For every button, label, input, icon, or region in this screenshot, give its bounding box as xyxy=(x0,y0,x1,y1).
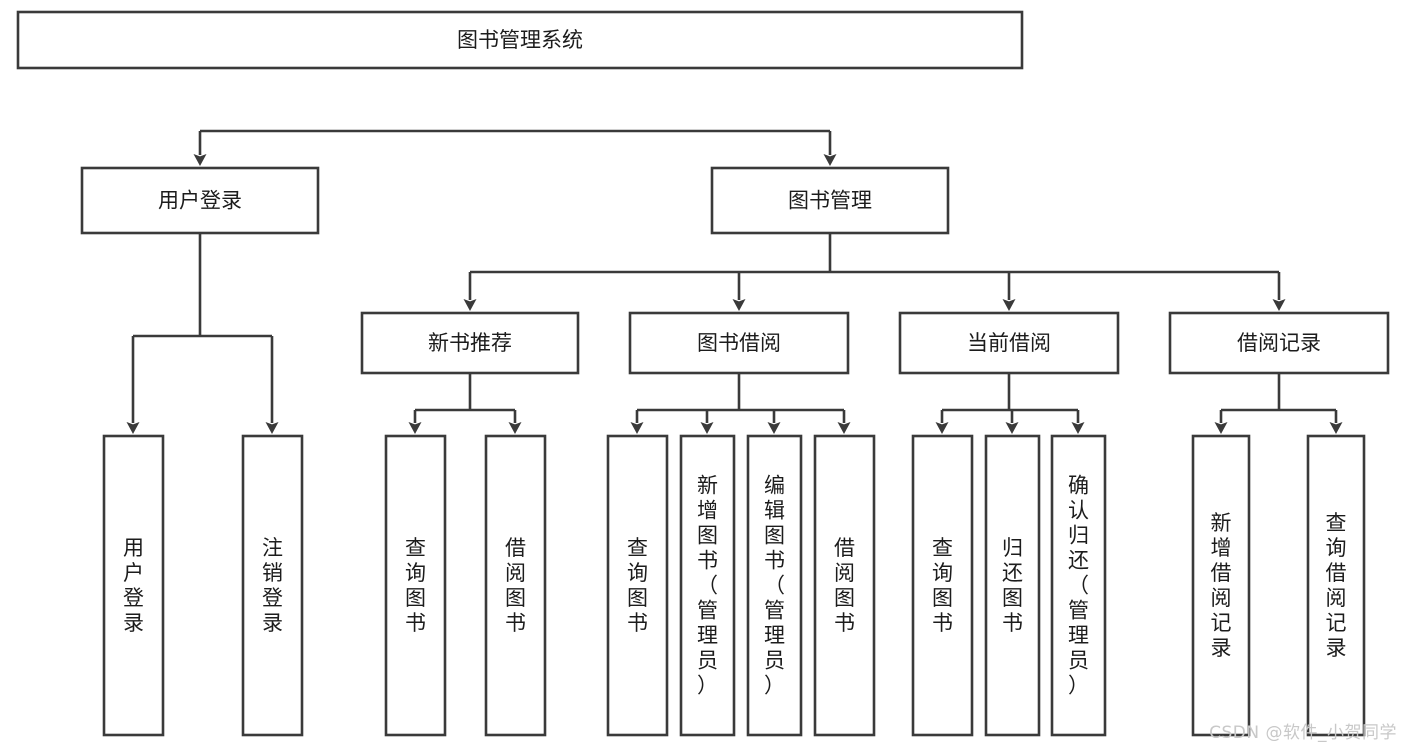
node-root-label: 图书管理系统 xyxy=(457,28,583,52)
node-leaf-user-login-box[interactable] xyxy=(102,434,165,737)
node-leaf-query-book-2-label: 查询图书 xyxy=(627,536,648,635)
node-leaf-query-book-3-label: 查询图书 xyxy=(932,536,953,635)
node-leaf-edit-book[interactable]: 编辑图书（管理员） xyxy=(746,434,803,737)
node-user-login-label: 用户登录 xyxy=(158,189,242,213)
node-leaf-add-borrow-record-label: 新增借阅记录 xyxy=(1211,511,1232,660)
node-leaf-query-borrow-record[interactable]: 查询借阅记录 xyxy=(1306,434,1366,737)
node-leaf-logout-login-label: 注销登录 xyxy=(262,536,283,635)
node-leaf-borrow-book-2-box[interactable] xyxy=(813,434,876,737)
node-leaf-query-borrow-record-label: 查询借阅记录 xyxy=(1326,511,1347,660)
node-current-borrow[interactable]: 当前借阅 xyxy=(898,311,1120,375)
node-root[interactable]: 图书管理系统 xyxy=(16,10,1024,70)
node-leaf-return-book-label: 归还图书 xyxy=(1002,536,1023,635)
node-leaf-borrow-book-1-box[interactable] xyxy=(484,434,547,737)
node-leaf-confirm-return-box[interactable] xyxy=(1050,434,1107,737)
node-leaf-query-book-1-box[interactable] xyxy=(384,434,447,737)
node-leaf-borrow-book-1-label: 借阅图书 xyxy=(505,536,526,635)
node-new-book-recommend[interactable]: 新书推荐 xyxy=(360,311,580,375)
node-borrow-record-box[interactable] xyxy=(1168,311,1390,375)
node-leaf-add-book[interactable]: 新增图书（管理员） xyxy=(679,434,736,737)
node-borrow-record-label: 借阅记录 xyxy=(1237,331,1321,355)
node-leaf-confirm-return[interactable]: 确认归还（管理员） xyxy=(1050,434,1107,737)
node-book-management-label: 图书管理 xyxy=(788,189,872,213)
node-leaf-return-book[interactable]: 归还图书 xyxy=(984,434,1041,737)
node-leaf-user-login[interactable]: 用户登录 xyxy=(102,434,165,737)
node-book-management[interactable]: 图书管理 xyxy=(710,166,950,235)
node-leaf-query-book-1-label: 查询图书 xyxy=(405,536,426,635)
node-book-management-box[interactable] xyxy=(710,166,950,235)
node-leaf-query-book-1[interactable]: 查询图书 xyxy=(384,434,447,737)
node-leaf-borrow-book-2[interactable]: 借阅图书 xyxy=(813,434,876,737)
node-leaf-query-borrow-record-box[interactable] xyxy=(1306,434,1366,737)
node-leaf-user-login-label: 用户登录 xyxy=(123,536,144,635)
node-book-borrow-label: 图书借阅 xyxy=(697,331,781,355)
node-leaf-return-book-box[interactable] xyxy=(984,434,1041,737)
node-user-login[interactable]: 用户登录 xyxy=(80,166,320,235)
node-leaf-borrow-book-2-label: 借阅图书 xyxy=(834,536,855,635)
node-book-borrow[interactable]: 图书借阅 xyxy=(628,311,850,375)
node-new-book-recommend-box[interactable] xyxy=(360,311,580,375)
node-root-box[interactable] xyxy=(16,10,1024,70)
node-leaf-query-book-3[interactable]: 查询图书 xyxy=(911,434,974,737)
node-leaf-add-borrow-record[interactable]: 新增借阅记录 xyxy=(1191,434,1251,737)
node-leaf-borrow-book-1[interactable]: 借阅图书 xyxy=(484,434,547,737)
node-leaf-add-book-box[interactable] xyxy=(679,434,736,737)
node-leaf-edit-book-box[interactable] xyxy=(746,434,803,737)
node-leaf-query-book-3-box[interactable] xyxy=(911,434,974,737)
node-book-borrow-box[interactable] xyxy=(628,311,850,375)
csdn-watermark: CSDN @软件_小贺同学 xyxy=(1209,723,1397,743)
connector-lines xyxy=(133,131,1343,434)
node-new-book-recommend-label: 新书推荐 xyxy=(428,331,512,355)
node-leaf-logout-login-box[interactable] xyxy=(241,434,304,737)
node-leaf-query-book-2-box[interactable] xyxy=(606,434,669,737)
node-leaf-query-book-2[interactable]: 查询图书 xyxy=(606,434,669,737)
node-current-borrow-label: 当前借阅 xyxy=(967,331,1051,355)
node-leaf-edit-book-label: 编辑图书（管理员） xyxy=(764,474,785,698)
node-leaf-add-book-label: 新增图书（管理员） xyxy=(697,474,718,698)
node-boxes: 图书管理系统用户登录图书管理新书推荐图书借阅当前借阅借阅记录用户登录注销登录查询… xyxy=(16,10,1390,737)
node-borrow-record[interactable]: 借阅记录 xyxy=(1168,311,1390,375)
node-leaf-logout-login[interactable]: 注销登录 xyxy=(241,434,304,737)
node-leaf-add-borrow-record-box[interactable] xyxy=(1191,434,1251,737)
node-current-borrow-box[interactable] xyxy=(898,311,1120,375)
node-user-login-box[interactable] xyxy=(80,166,320,235)
node-leaf-confirm-return-label: 确认归还（管理员） xyxy=(1068,474,1089,698)
